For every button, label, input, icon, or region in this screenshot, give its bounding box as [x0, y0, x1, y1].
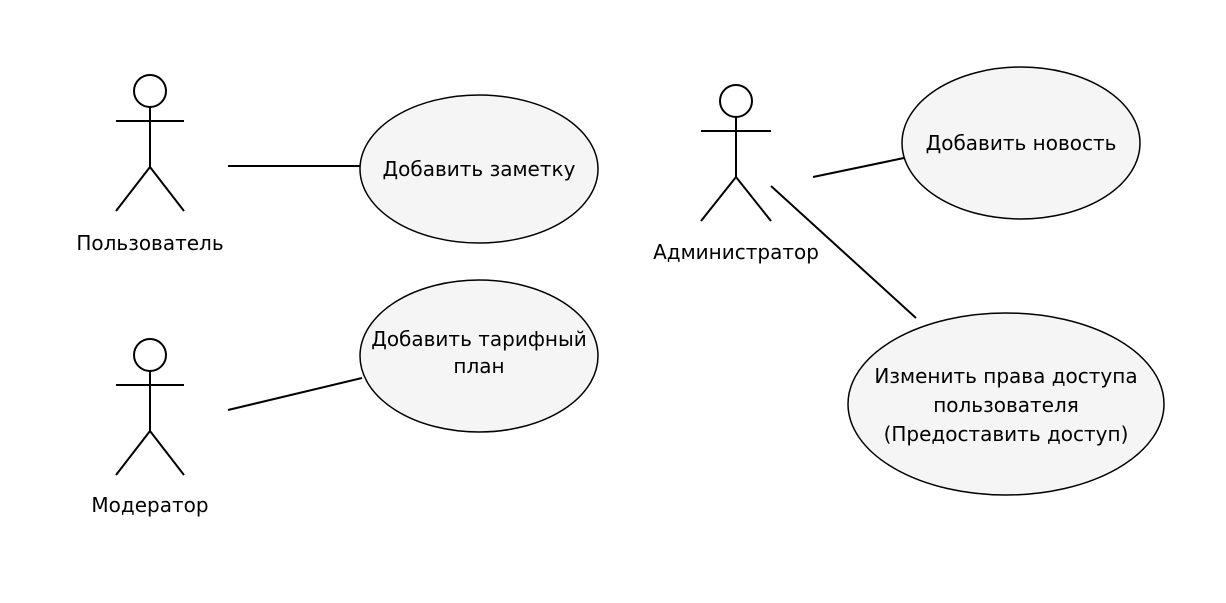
usecase-add-note[interactable]: Добавить заметку — [359, 94, 599, 244]
association-moderator-add-tariff — [227, 377, 363, 411]
usecase-label: Добавить заметку — [383, 157, 576, 181]
association-admin-change-access — [770, 185, 917, 319]
actor-head — [719, 84, 753, 118]
usecase-ellipse — [359, 279, 599, 433]
usecase-label-line-1: Добавить тарифный — [371, 327, 587, 351]
usecase-label-line-2: пользователя — [933, 393, 1079, 417]
usecase-ellipse — [847, 312, 1165, 496]
actor-label: Пользователь — [76, 231, 223, 255]
usecase-ellipse — [901, 66, 1141, 220]
actor-right-leg — [149, 166, 185, 212]
actor-left-leg — [115, 430, 151, 476]
association-admin-add-news — [812, 157, 905, 178]
actor-label: Модератор — [91, 493, 208, 517]
actor-left-leg — [700, 176, 737, 222]
usecase-label-line-2: план — [453, 354, 504, 378]
actor-user[interactable]: Пользователь — [76, 74, 224, 255]
actor-right-leg — [149, 430, 185, 476]
usecase-label-line-3: (Предоставить доступ) — [884, 422, 1129, 446]
usecase-ellipse — [359, 94, 599, 244]
usecase-label: Добавить новость — [926, 131, 1117, 155]
usecase-label-line-1: Изменить права доступа — [874, 364, 1137, 388]
actor-head — [133, 338, 167, 372]
usecase-change-access[interactable]: Изменить права доступа пользователя (Пре… — [847, 312, 1165, 496]
actor-head — [133, 74, 167, 108]
actor-right-leg — [735, 176, 772, 222]
usecase-add-tariff[interactable]: Добавить тарифный план — [359, 279, 599, 433]
usecase-add-news[interactable]: Добавить новость — [901, 66, 1141, 220]
actor-admin[interactable]: Администратор — [653, 84, 819, 264]
actor-label: Администратор — [653, 240, 819, 264]
actor-moderator[interactable]: Модератор — [91, 338, 209, 517]
actor-left-leg — [115, 166, 151, 212]
